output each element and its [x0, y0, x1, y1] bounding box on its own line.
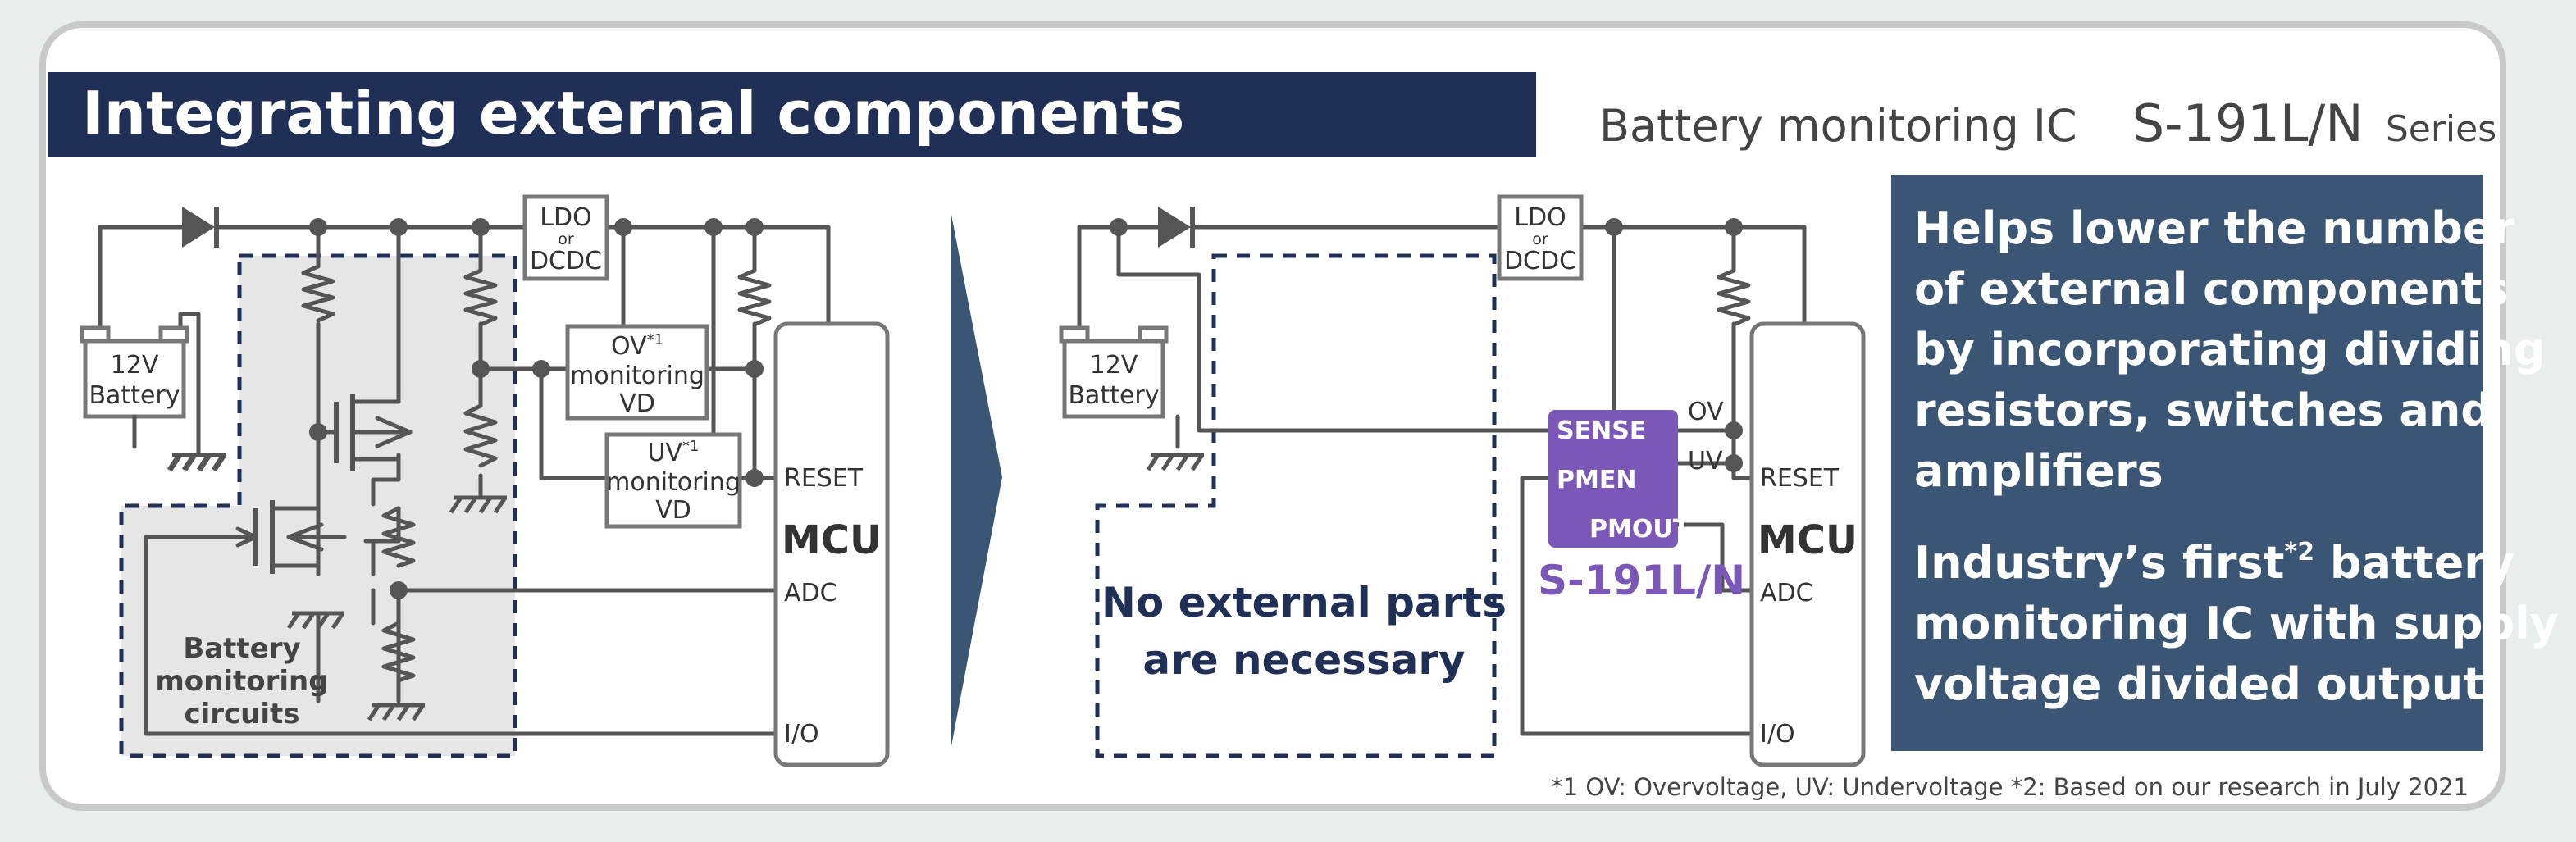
- uv-label-3: VD: [655, 496, 691, 525]
- diode-icon: [182, 207, 215, 248]
- ldo-label-1: LDO: [1514, 203, 1566, 232]
- info-panel: [1891, 175, 2483, 751]
- uv-label-1: UV*1: [648, 438, 700, 467]
- benefit-line-1: Helps lower the number: [1914, 203, 2515, 254]
- battery-label-2: Battery: [89, 381, 180, 410]
- mcu-pin-io: I/O: [1760, 720, 1795, 749]
- monitoring-label-2: monitoring: [155, 665, 328, 698]
- ldo-label-2: DCDC: [1504, 247, 1576, 275]
- ldo-block: [522, 194, 609, 281]
- first-ic-line-3: voltage divided output: [1914, 658, 2484, 710]
- battery-label-2: Battery: [1068, 381, 1159, 410]
- page-title: Integrating external components: [82, 79, 1184, 148]
- mcu-pin-adc: ADC: [784, 579, 837, 608]
- ldo-label-or: or: [558, 230, 574, 248]
- uv-label-2: monitoring: [606, 468, 741, 497]
- mcu-pin-reset: RESET: [784, 464, 864, 493]
- mcu-pin-io: I/O: [784, 720, 819, 749]
- benefit-line-5: amplifiers: [1914, 445, 2163, 497]
- ic-pin-sense: SENSE: [1557, 416, 1646, 445]
- monitoring-label-3: circuits: [184, 698, 299, 730]
- uv-monitoring-block: [604, 432, 742, 529]
- arrow-chevron-icon: [951, 215, 1002, 746]
- ldo-label-2: DCDC: [530, 247, 602, 275]
- benefit-line-2: of external components: [1914, 263, 2509, 315]
- first-ic-line-2: monitoring IC with supply: [1914, 598, 2559, 649]
- ov-monitoring-block: [565, 324, 709, 421]
- battery-icon: [1062, 339, 1165, 419]
- ic-pin-pmout: PMOUT: [1589, 515, 1690, 544]
- resistor-icon: [381, 621, 416, 683]
- ov-label-3: VD: [619, 389, 655, 418]
- left-circuit: 12V Battery LDO or DCDC OV*1 monitoring …: [80, 194, 890, 767]
- empty-region-outline: [1095, 253, 1497, 758]
- mcu-label: MCU: [1758, 517, 1858, 563]
- resistor-icon: [1717, 268, 1751, 327]
- battery-label-1: 12V: [1090, 351, 1138, 380]
- first-ic-line-1: Industry’s first*2 battery: [1914, 537, 2514, 589]
- signal-uv: UV: [1688, 447, 1723, 476]
- resistor-icon: [463, 403, 498, 468]
- ldo-label-or: or: [1532, 230, 1548, 248]
- benefit-line-3: by incorporating dividing: [1914, 324, 2546, 375]
- signal-ov: OV: [1688, 398, 1724, 426]
- footnote: *1 OV: Overvoltage, UV: Undervoltage *2:…: [1551, 773, 2469, 801]
- card-frame: [39, 21, 2506, 811]
- battery-icon: [83, 339, 186, 419]
- right-circuit: 12V Battery LDO or DCDC SENSE PMEN PMOUT…: [1059, 194, 1866, 767]
- mcu-block: [1749, 321, 1866, 767]
- title-bar: [48, 72, 1536, 157]
- ldo-label-1: LDO: [540, 203, 591, 232]
- ic-pin-pmen: PMEN: [1557, 466, 1636, 494]
- mcu-pin-reset: RESET: [1760, 464, 1840, 493]
- ic-name: S-191L/N: [1538, 557, 1745, 604]
- mcu-label: MCU: [782, 517, 882, 563]
- resistor-icon: [301, 264, 335, 323]
- resistor-icon: [737, 268, 772, 327]
- ov-label-2: monitoring: [570, 362, 704, 390]
- product-type: Battery monitoring IC S-191L/N Series: [1599, 93, 2496, 153]
- mcu-block: [773, 321, 890, 767]
- benefit-line-4: resistors, switches and: [1914, 385, 2492, 436]
- ov-label-1: OV*1: [611, 331, 663, 361]
- mcu-pin-adc: ADC: [1760, 579, 1813, 608]
- diode-icon: [1158, 207, 1191, 248]
- s191-ic-chip: [1548, 410, 1678, 548]
- ldo-block: [1497, 194, 1584, 281]
- monitoring-region-outline: [119, 253, 517, 758]
- no-parts-label-1: No external parts: [1101, 579, 1507, 626]
- battery-label-1: 12V: [111, 351, 159, 380]
- no-parts-label-2: are necessary: [1142, 636, 1465, 684]
- resistor-icon: [463, 268, 498, 327]
- monitoring-label-1: Battery: [183, 632, 300, 665]
